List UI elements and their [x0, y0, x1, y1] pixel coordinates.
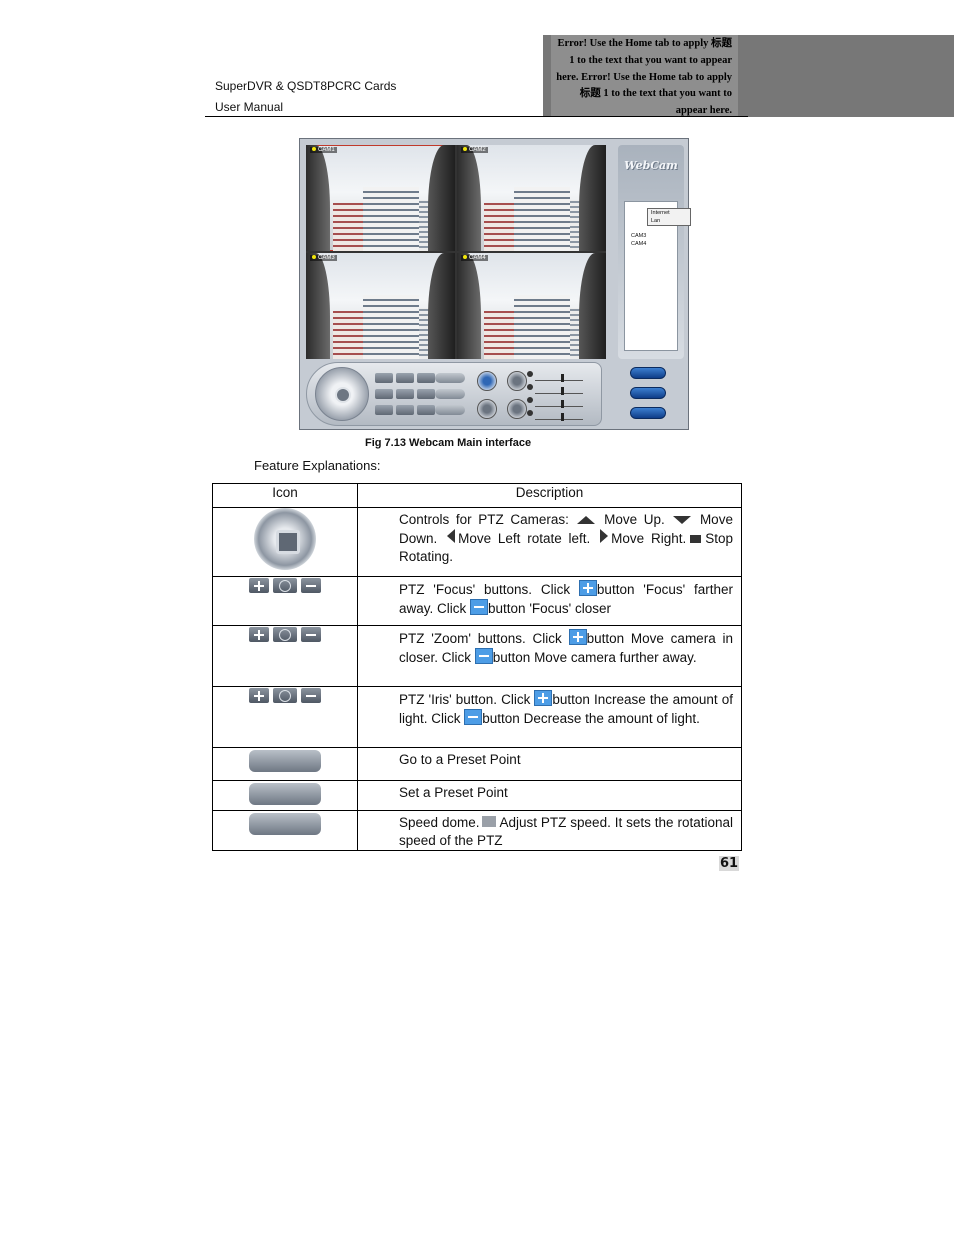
table-header-row: Icon Description [212, 483, 742, 508]
camera-label: CAM2 [469, 147, 486, 153]
zoom-buttons-icon [249, 627, 321, 642]
feature-table: Icon Description Controls for PTZ Camera… [212, 483, 742, 851]
table-row: PTZ 'Iris' button. Click button Increase… [212, 686, 742, 748]
ptz-dpad-icon [254, 508, 316, 570]
context-menu: Internet Lan [647, 208, 691, 226]
row-description: Controls for PTZ Cameras: Move Up. Move … [357, 507, 742, 577]
control-panel [306, 362, 602, 426]
speed-button [435, 405, 465, 415]
camera-view: CAM1 [306, 145, 455, 251]
plus-icon [578, 580, 597, 596]
table-row: Speed dome.Adjust PTZ speed. It sets the… [212, 810, 742, 851]
table-row: Set a Preset Point [212, 780, 742, 811]
row-description: PTZ 'Focus' buttons. Click button 'Focus… [357, 576, 742, 626]
row-description: PTZ 'Iris' button. Click button Increase… [357, 686, 742, 748]
context-menu-item: Internet [651, 210, 670, 216]
camera-view: CAM4 [457, 253, 606, 359]
plus-icon [534, 690, 553, 706]
camera-label: CAM3 [318, 255, 335, 261]
side-buttons [630, 367, 666, 427]
preset-button [435, 389, 465, 399]
icon-column-header: Icon [212, 483, 358, 508]
plus-icon [568, 629, 587, 645]
iris-buttons-icon [249, 688, 321, 703]
ptz-dpad [315, 367, 369, 421]
minus-icon [470, 599, 489, 615]
arrow-up-icon [577, 516, 596, 524]
minus-icon [464, 709, 483, 725]
page-number: 61 [719, 856, 740, 871]
header-title: SuperDVR & QSDT8PCRC Cards [215, 79, 397, 93]
table-row: Go to a Preset Point [212, 747, 742, 781]
row-description: Speed dome.Adjust PTZ speed. It sets the… [357, 810, 742, 851]
section-label: Feature Explanations: [254, 458, 381, 473]
speed-dome-icon [249, 813, 321, 835]
app-title: WebCam [624, 159, 678, 172]
tree-item: CAM3 [631, 232, 647, 239]
header-rule [205, 116, 748, 117]
webcam-screenshot: CAM1 CAM2 CAM3 CAM4 WebCam CAM3 CAM4 Int… [299, 138, 691, 430]
view-buttons [477, 371, 527, 419]
speed-icon [482, 816, 497, 827]
tree-item: CAM4 [631, 241, 647, 247]
focus-buttons-icon [249, 578, 321, 593]
camera-grid: CAM1 CAM2 CAM3 CAM4 [306, 145, 606, 359]
camera-label: CAM1 [318, 147, 335, 153]
goto-preset-icon [249, 750, 321, 772]
minus-icon [474, 648, 493, 664]
side-panel: WebCam CAM3 CAM4 Internet Lan [618, 145, 691, 359]
arrow-down-icon [673, 516, 692, 524]
set-preset-icon [249, 783, 321, 805]
arrow-right-icon [600, 529, 609, 543]
ptz-button-grid [375, 373, 435, 415]
stop-icon [690, 535, 702, 543]
camera-label: CAM4 [469, 255, 486, 261]
figure-caption: Fig 7.13 Webcam Main interface [365, 437, 532, 449]
camera-view: CAM3 [306, 253, 455, 359]
context-menu-item: Lan [651, 218, 661, 224]
camera-tree: CAM3 CAM4 Internet Lan [624, 201, 691, 351]
arrow-left-icon [447, 529, 456, 543]
row-description: Set a Preset Point [357, 780, 742, 811]
table-row: PTZ 'Focus' buttons. Click button 'Focus… [212, 576, 742, 626]
preset-button [435, 373, 465, 383]
table-row: PTZ 'Zoom' buttons. Click button Move ca… [212, 625, 742, 687]
description-column-header: Description [357, 483, 742, 508]
row-description: Go to a Preset Point [357, 747, 742, 781]
row-description: PTZ 'Zoom' buttons. Click button Move ca… [357, 625, 742, 687]
header-subtitle: User Manual [215, 100, 284, 114]
table-row: Controls for PTZ Cameras: Move Up. Move … [212, 507, 742, 577]
camera-view: CAM2 [457, 145, 606, 251]
header-error-note: Error! Use the Home tab to apply 标题 1 to… [551, 35, 738, 116]
image-sliders [527, 369, 583, 421]
